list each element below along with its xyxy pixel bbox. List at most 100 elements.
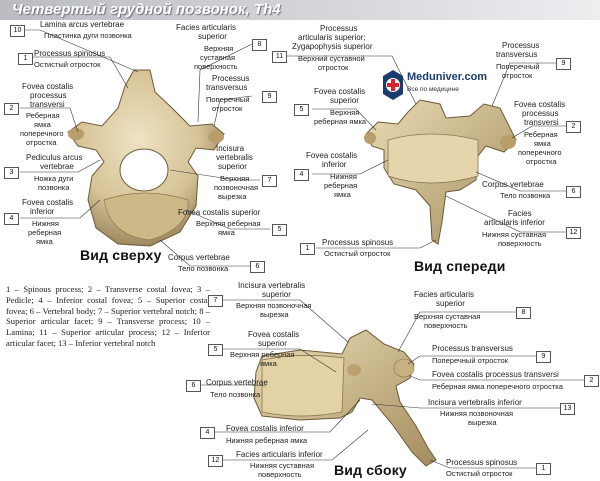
label-latin: Facies articularis: [414, 290, 475, 299]
number-box: 12: [566, 227, 581, 239]
logo-subtitle: Все по медицине: [407, 86, 459, 93]
label-latin: Facies articularis: [176, 23, 237, 32]
label-latin: Corpus vertebrae: [206, 378, 268, 387]
vertebra-front-view: [364, 99, 517, 245]
label-latin: Incisura vertebralis inferior: [428, 398, 522, 407]
label-latin: Processus spinosus: [34, 49, 106, 58]
number-box: 1: [300, 243, 315, 255]
label-russian: Верхняя реберная: [196, 219, 261, 228]
number-box: 9: [262, 91, 277, 103]
label-russian: ямка: [218, 228, 235, 237]
label-russian: Тело позвонка: [178, 264, 229, 273]
label-russian: ямка: [36, 237, 53, 246]
number-box: 12: [208, 455, 223, 467]
page-title: Четвертый грудной позвонок, Th4: [12, 1, 281, 18]
label-russian: реберная: [28, 228, 62, 237]
label-russian: Поперечный отросток: [432, 356, 508, 365]
label-russian: отростка: [526, 157, 557, 166]
label-russian: Поперечный: [206, 95, 250, 104]
label-russian: Нижняя реберная ямка: [226, 436, 308, 445]
label-russian: Верхняя реберная: [230, 350, 295, 359]
label-latin: Processus transversus: [432, 344, 513, 353]
label-russian: Верхняя: [204, 44, 234, 53]
label-latin: articularis superior;: [298, 33, 366, 42]
number-box: 2: [4, 103, 19, 115]
label-russian: отростка: [26, 138, 57, 147]
label-russian: отросток: [318, 63, 349, 72]
label-latin: Fovea costalis: [248, 330, 300, 339]
label-russian: Пластинка дуги позвонка: [44, 31, 132, 40]
number-box: 8: [516, 307, 531, 319]
label-russian: поперечного: [518, 148, 562, 157]
label-latin: inferior: [30, 207, 55, 216]
number-box: 3: [4, 167, 19, 179]
number-box: 8: [252, 39, 267, 51]
label-russian: реберная ямка: [314, 117, 367, 126]
label-latin: vertebralis: [216, 153, 253, 162]
label-russian: Нижняя: [330, 172, 357, 181]
label-russian: поверхность: [258, 470, 302, 479]
label-latin: Processus: [212, 74, 250, 83]
label-russian: Остистый отросток: [324, 249, 391, 258]
vertebra-top-view: [67, 69, 225, 247]
site-logo[interactable]: Meduniver.com Все по медицине: [383, 70, 503, 106]
view-caption-front: Вид спереди: [414, 258, 506, 274]
number-box: 6: [566, 186, 581, 198]
label-russian: Нижняя суставная: [250, 461, 315, 470]
label-russian: Ножка дуги: [34, 174, 74, 183]
label-russian: Верхняя: [330, 108, 360, 117]
number-box: 2: [566, 121, 581, 133]
label-latin: Fovea costalis: [514, 100, 566, 109]
label-russian: ямка: [334, 190, 351, 199]
vertebra-side-view: [253, 329, 437, 467]
label-russian: вырезка: [260, 310, 289, 319]
label-russian: поперечного: [20, 129, 64, 138]
label-latin: Fovea costalis: [306, 151, 358, 160]
label-russian: Реберная: [26, 111, 60, 120]
label-latin: vertebrae: [40, 162, 74, 171]
label-latin: Fovea costalis: [22, 198, 74, 207]
label-latin: Processus spinosus: [322, 238, 394, 247]
label-russian: ямка: [534, 139, 551, 148]
number-box: 6: [250, 261, 265, 273]
label-russian: ямка: [260, 359, 277, 368]
label-russian: Тело позвонка: [210, 390, 261, 399]
label-russian: вырезка: [468, 418, 497, 427]
label-russian: Реберная: [524, 130, 558, 139]
label-latin: Processus: [320, 24, 358, 33]
title-banner: Четвертый грудной позвонок, Th4: [0, 0, 600, 20]
label-latin: Fovea costalis inferior: [226, 424, 304, 433]
label-latin: transversi: [30, 100, 65, 109]
label-latin: Incisura vertebralis: [238, 281, 306, 290]
label-latin: Corpus vertebrae: [168, 253, 230, 262]
label-latin: inferior: [322, 160, 347, 169]
label-russian: позвоночная: [214, 183, 259, 192]
figure-legend: 1 – Spinous process; 2 – Transverse cost…: [6, 284, 210, 348]
label-russian: Верхняя позвоночная: [236, 301, 312, 310]
number-box: 1: [18, 53, 33, 65]
label-russian: суставная: [200, 53, 236, 62]
label-russian: Тело позвонка: [500, 191, 551, 200]
label-latin: superior: [330, 96, 359, 105]
label-russian: вырезка: [218, 192, 247, 201]
label-russian: поверхность: [498, 239, 542, 248]
number-box: 11: [272, 51, 287, 63]
number-box: 6: [186, 380, 201, 392]
number-box: 9: [536, 351, 551, 363]
label-russian: реберная: [324, 181, 358, 190]
label-latin: transversus: [206, 83, 248, 92]
label-latin: Fovea costalis: [314, 87, 366, 96]
view-caption-top: Вид сверху: [80, 247, 162, 263]
label-latin: transversus: [496, 50, 538, 59]
label-latin: superior: [198, 32, 227, 41]
label-latin: superior: [218, 162, 247, 171]
label-russian: Верхняя: [220, 174, 250, 183]
number-box: 7: [262, 175, 277, 187]
logo-name: Meduniver.com: [407, 71, 488, 83]
label-russian: отросток: [212, 104, 243, 113]
label-latin: Facies: [508, 209, 532, 218]
label-russian: Верхняя суставная: [414, 312, 481, 321]
number-box: 2: [584, 375, 599, 387]
label-russian: Остистый отросток: [446, 469, 513, 478]
